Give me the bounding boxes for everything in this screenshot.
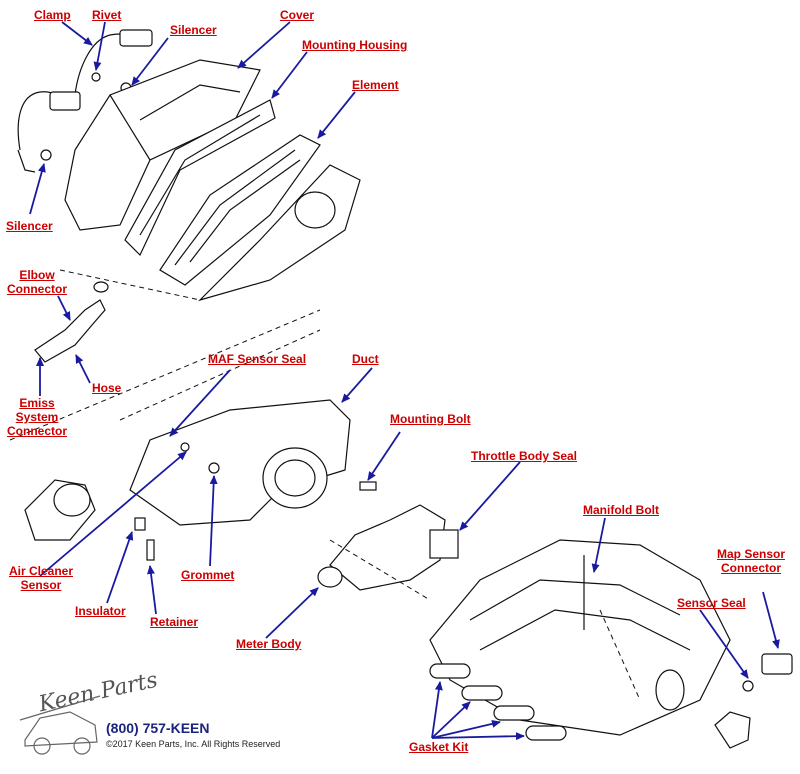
label-silencer-top[interactable]: Silencer	[170, 23, 217, 37]
logo-car-drawing	[19, 695, 101, 755]
copyright-text: ©2017 Keen Parts, Inc. All Rights Reserv…	[106, 739, 281, 749]
gasket-2	[461, 685, 503, 701]
label-duct[interactable]: Duct	[352, 352, 379, 366]
label-map-sensor-connector[interactable]: Map Sensor Connector	[716, 547, 785, 575]
label-gasket-kit[interactable]: Gasket Kit	[409, 740, 469, 754]
label-retainer[interactable]: Retainer	[150, 615, 199, 629]
label-grommet[interactable]: Grommet	[181, 568, 235, 582]
label-silencer-left[interactable]: Silencer	[6, 219, 53, 233]
label-element[interactable]: Element	[352, 78, 399, 92]
phone-number[interactable]: (800) 757-KEEN	[106, 720, 210, 736]
intake-manifold-part	[429, 539, 731, 736]
label-maf-sensor-seal[interactable]: MAF Sensor Seal	[208, 352, 307, 366]
clamp-part	[17, 29, 153, 173]
gasket-3	[493, 705, 535, 721]
cover-part	[64, 59, 261, 231]
map-connector-part	[761, 653, 793, 675]
assembly-lines	[9, 269, 641, 701]
label-hose[interactable]: Hose	[92, 381, 122, 395]
label-rivet[interactable]: Rivet	[92, 8, 122, 22]
silencer-part-left	[40, 149, 52, 161]
grommet-part	[208, 462, 220, 474]
label-mounting-housing[interactable]: Mounting Housing	[302, 38, 408, 52]
gasket-4	[525, 725, 567, 741]
meter-body-part	[329, 504, 446, 591]
elbow-connector-part	[93, 281, 109, 293]
insulator-part	[134, 517, 146, 531]
map-sensor-part	[714, 711, 751, 749]
label-emiss-system-connector[interactable]: Emiss System Connector	[7, 396, 67, 438]
label-air-cleaner-sensor[interactable]: Air Cleaner Sensor	[8, 564, 74, 592]
hose-part	[34, 299, 106, 363]
rivet-part	[91, 72, 101, 82]
label-mounting-bolt[interactable]: Mounting Bolt	[390, 412, 471, 426]
maf-seal-part	[180, 442, 190, 452]
sensor-seal-part	[742, 680, 754, 692]
element-part	[159, 134, 321, 286]
mounting-bolt-part	[359, 481, 377, 491]
gasket-1	[429, 663, 471, 679]
label-cover[interactable]: Cover	[280, 8, 315, 22]
retainer-part	[146, 539, 155, 561]
label-manifold-bolt[interactable]: Manifold Bolt	[583, 503, 659, 517]
label-elbow-connector[interactable]: Elbow Connector	[7, 268, 67, 296]
label-throttle-body-seal[interactable]: Throttle Body Seal	[471, 449, 578, 463]
label-meter-body[interactable]: Meter Body	[236, 637, 302, 651]
callout-arrows	[29, 21, 780, 741]
label-clamp[interactable]: Clamp	[34, 8, 71, 22]
label-sensor-seal[interactable]: Sensor Seal	[677, 596, 746, 610]
duct-part	[129, 399, 351, 526]
throttle-body-seal-part	[429, 529, 459, 559]
label-insulator[interactable]: Insulator	[75, 604, 126, 618]
